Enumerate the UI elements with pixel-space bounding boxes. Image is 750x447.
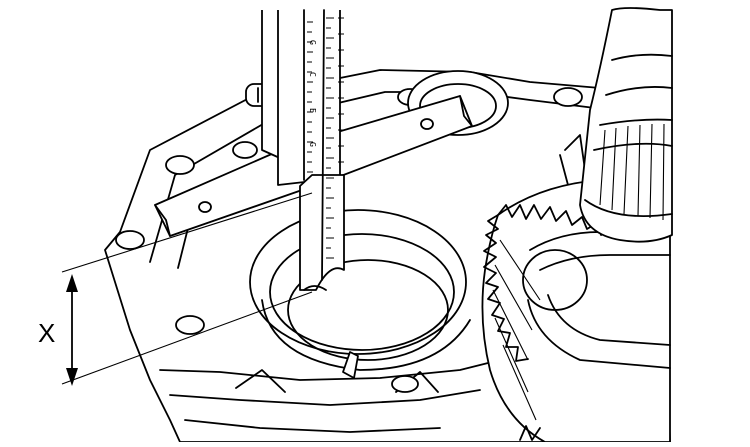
shaft-icon (579, 7, 673, 243)
dimension-lines (61, 192, 313, 386)
svg-text:E: E (308, 108, 317, 113)
svg-text:G: G (308, 40, 317, 45)
svg-text:G: G (308, 142, 317, 147)
depth-gauge-icon: G C E G (154, 9, 473, 291)
svg-text:C: C (308, 72, 317, 77)
dimension-label-x: X (38, 318, 55, 348)
